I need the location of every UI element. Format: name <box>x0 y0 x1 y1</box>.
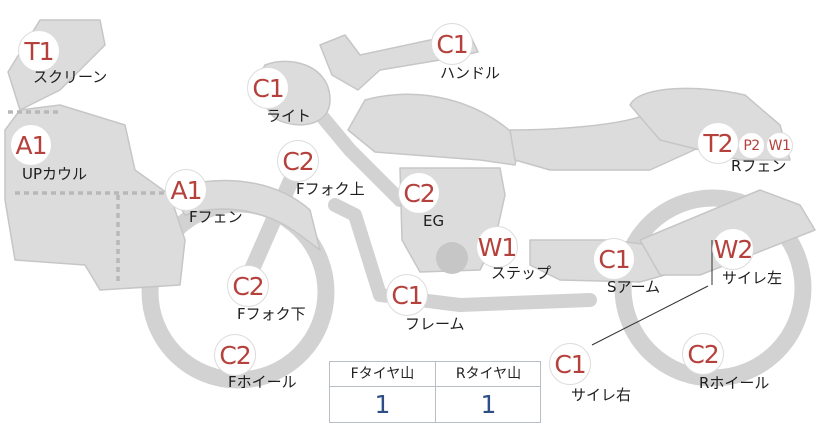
front-tread-header: Fタイヤ山 <box>330 362 435 387</box>
up-cowl-condition-badge: A1 <box>10 124 52 166</box>
light-label: ライト <box>266 107 312 125</box>
frame-condition-badge: C1 <box>386 274 428 316</box>
front-fender-label: Fフェン <box>189 208 243 226</box>
rear-fender-condition-badge: T2 <box>697 122 739 164</box>
front-fork-lower-condition-badge: C2 <box>227 265 269 307</box>
step-label: ステップ <box>491 264 552 282</box>
muffler-right-condition-badge: C1 <box>549 343 591 385</box>
muffler-left-condition-badge: W2 <box>712 228 754 270</box>
rear-fender-extra-badge-1: P2 <box>738 132 765 159</box>
swing-arm-label: Sアーム <box>607 278 661 296</box>
swing-arm-condition-badge: C1 <box>593 238 635 280</box>
front-wheel-condition-badge: C2 <box>214 334 256 376</box>
front-fork-lower-label: Fフォク下 <box>237 305 306 323</box>
muffler-right-label: サイレ右 <box>571 386 632 404</box>
rear-fender-extra-badge-2: W1 <box>766 132 793 159</box>
tread-table-divider <box>435 362 436 422</box>
rear-wheel-condition-badge: C2 <box>682 333 724 375</box>
engine-condition-badge: C2 <box>398 172 440 214</box>
rear-tread-column: Rタイヤ山 1 <box>436 362 541 422</box>
front-fork-upper-label: Fフォク上 <box>296 180 365 198</box>
step-condition-badge: W1 <box>476 226 518 268</box>
rear-wheel-label: Rホイール <box>699 374 770 392</box>
handle-condition-badge: C1 <box>431 23 473 65</box>
rear-tire <box>614 189 812 387</box>
front-tread-column: Fタイヤ山 1 <box>330 362 435 422</box>
fuel-tank-shape <box>347 93 521 166</box>
up-cowl-label: UPカウル <box>22 165 88 183</box>
frame-tube <box>328 198 597 312</box>
screen-label: スクリーン <box>33 68 108 86</box>
muffler-right-leader <box>591 285 709 346</box>
frame-label: フレーム <box>405 315 465 333</box>
engine-label: EG <box>423 212 445 230</box>
screen-condition-badge: T1 <box>18 30 60 72</box>
muffler-left-label: サイレ左 <box>722 269 783 287</box>
front-fender-shape <box>169 179 321 251</box>
rear-tread-value: 1 <box>480 390 497 419</box>
front-fender-condition-badge: A1 <box>165 169 207 211</box>
rear-tread-header: Rタイヤ山 <box>436 362 541 387</box>
engine-cylinder <box>436 242 468 274</box>
front-fork-upper-condition-badge: C2 <box>277 140 319 182</box>
handle-label: ハンドル <box>440 64 501 82</box>
front-tread-value: 1 <box>374 390 391 419</box>
light-condition-badge: C1 <box>247 67 289 109</box>
front-wheel-label: Fホイール <box>228 373 297 391</box>
rear-fender-label: Rフェン <box>731 157 787 175</box>
tire-tread-table: Fタイヤ山 1 Rタイヤ山 1 <box>329 361 541 423</box>
